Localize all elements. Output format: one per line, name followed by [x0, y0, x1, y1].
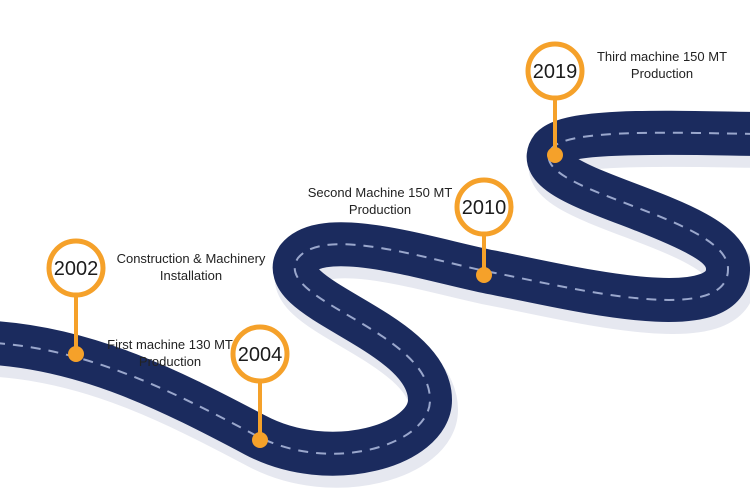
milestone-year: 2019 — [533, 61, 578, 83]
road-center-line — [0, 131, 750, 455]
caption-line-1: Second Machine 150 MT — [307, 185, 453, 200]
milestone-2019: 2019 — [525, 41, 585, 163]
milestone-2004-caption: First machine 130 MT Production — [100, 336, 240, 370]
caption-line-2: Production — [630, 66, 694, 81]
marker-ring — [46, 238, 106, 298]
caption-line-1: Third machine 150 MT — [596, 49, 728, 64]
milestone-2010: 2010 — [454, 177, 514, 283]
caption-line-2: Production — [348, 202, 412, 217]
milestone-2002-caption: Construction & Machinery Installation — [112, 250, 270, 284]
marker-dot — [252, 432, 268, 448]
milestone-year: 2004 — [238, 344, 283, 366]
milestone-2002: 2002 — [46, 238, 106, 362]
milestone-year: 2002 — [54, 258, 99, 280]
caption-line-1: Construction & Machinery — [116, 251, 266, 266]
milestone-2010-caption: Second Machine 150 MT Production — [305, 184, 455, 218]
milestone-2019-caption: Third machine 150 MT Production — [590, 48, 734, 82]
marker-ring — [454, 177, 514, 237]
caption-line-1: First machine 130 MT — [107, 337, 233, 352]
marker-ring — [525, 41, 585, 101]
marker-dot — [68, 346, 84, 362]
caption-line-2: Production — [138, 354, 202, 369]
road — [0, 110, 750, 476]
milestone-year: 2010 — [462, 197, 507, 219]
milestone-2004: 2004 — [230, 324, 290, 448]
caption-line-2: Installation — [159, 268, 223, 283]
marker-dot — [476, 267, 492, 283]
marker-dot — [547, 147, 563, 163]
marker-ring — [230, 324, 290, 384]
